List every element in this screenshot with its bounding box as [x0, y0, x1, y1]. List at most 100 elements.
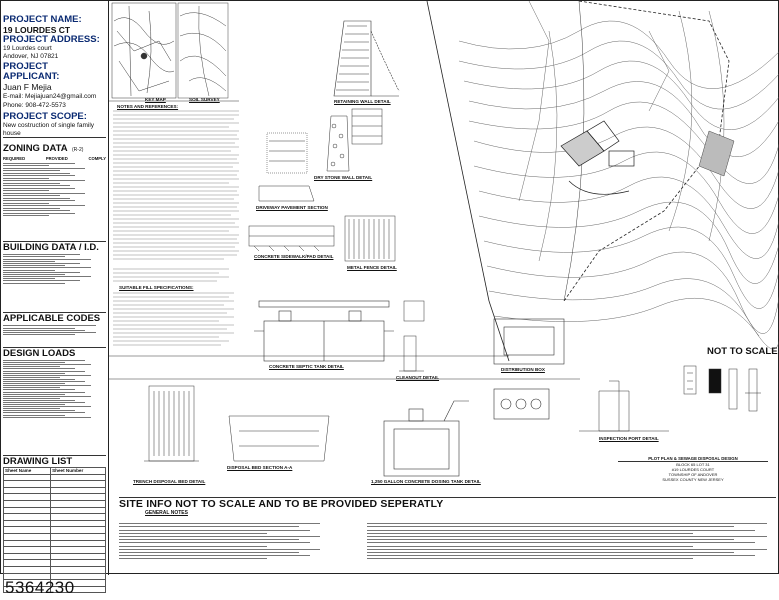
drawing-list-section: DRAWING LIST Sheet Name Sheet Number: [2, 455, 106, 594]
illegible-text-line: [3, 172, 70, 174]
building-rows: [3, 254, 106, 284]
illegible-text-line: [367, 542, 755, 544]
septic-caption: CONCRETE SEPTIC TANK DETAIL: [269, 364, 344, 369]
illegible-text-line: [3, 376, 60, 378]
illegible-text-line: [3, 273, 65, 275]
drawing-list-cell: [50, 559, 106, 567]
drawing-list-cell: [50, 552, 106, 561]
illegible-text-line: [367, 558, 694, 560]
illegible-text-line: [119, 548, 321, 550]
illegible-text-line: [3, 182, 60, 184]
title-block: PROJECT NAME: 19 LOURDES CT PROJECT ADDR…: [1, 1, 109, 594]
fill-specs-caption: SUITABLE FILL SPECIFICATIONS:: [119, 285, 194, 290]
illegible-text-line: [367, 545, 694, 547]
drawing-list-row: [2, 565, 106, 574]
drawing-list-cell: [50, 532, 106, 541]
illegible-text-line: [3, 180, 86, 182]
drawing-list-row: [2, 513, 106, 521]
project-name-label: PROJECT NAME:: [3, 14, 82, 25]
drawing-list-row: [2, 559, 106, 567]
site-info-title: SITE INFO NOT TO SCALE AND TO BE PROVIDE…: [119, 498, 444, 510]
drawing-list-cell: [2, 499, 52, 508]
drawing-list-row: [2, 546, 106, 554]
drawing-list-row: [2, 552, 106, 561]
illegible-text-line: [3, 381, 86, 383]
codes-title: APPLICABLE CODES: [3, 313, 101, 324]
illegible-text-line: [3, 212, 76, 214]
illegible-text-line: [119, 532, 268, 534]
illegible-text-line: [3, 262, 81, 264]
metal-fence-caption: METAL FENCE DETAIL: [347, 265, 397, 270]
drawing-list-cell: [50, 486, 106, 495]
illegible-text-line: [3, 393, 65, 395]
illegible-text-line: [119, 555, 310, 557]
illegible-text-line: [3, 370, 86, 372]
retaining-wall-caption: RETAINING WALL DETAIL: [334, 99, 391, 104]
notes-refs-caption: NOTES AND REFERENCES:: [117, 104, 179, 109]
illegible-text-line: [367, 551, 735, 553]
illegible-text-line: [3, 416, 91, 418]
illegible-text-line: [3, 280, 81, 282]
drawing-list-cell: [50, 506, 106, 515]
drawing-list-row: [2, 585, 106, 594]
not-to-scale-label: NOT TO SCALE: [707, 346, 778, 357]
building-section: BUILDING DATA / I.D.: [3, 241, 106, 285]
illegible-text-line: [367, 539, 735, 541]
illegible-text-line: [367, 523, 767, 525]
inspection-caption: INSPECTION PORT DETAIL: [599, 436, 659, 441]
illegible-text-line: [3, 408, 60, 410]
drawing-list-cell: [2, 513, 52, 521]
illegible-text-line: [3, 210, 70, 212]
drawing-list-cell: [2, 506, 52, 515]
applicant-name: Juan F Mejia: [3, 82, 52, 92]
inspection-port-detail: [579, 380, 669, 432]
site-plan-topo: [426, 1, 779, 362]
zoning-col-comply: COMPLY: [88, 156, 106, 161]
loads-section: DESIGN LOADS: [3, 347, 106, 419]
drawing-list-cell: [50, 499, 106, 508]
drawing-list-cell: [2, 493, 52, 501]
illegible-text-line: [367, 529, 755, 531]
drawing-list-row: [2, 486, 106, 495]
dry-stone-caption: DRY STONE WALL DETAIL: [314, 175, 373, 180]
illegible-text-line: [3, 202, 50, 204]
illegible-text-line: [3, 410, 76, 412]
loads-rows: [3, 360, 106, 418]
illegible-text-line: [3, 258, 91, 260]
illegible-text-line: [3, 374, 91, 376]
illegible-text-line: [119, 539, 300, 541]
soil-survey: [177, 2, 229, 99]
drawing-list-cell: [50, 493, 106, 501]
illegible-text-line: [3, 165, 50, 167]
illegible-text-line: [3, 197, 70, 199]
illegible-text-line: [367, 526, 735, 528]
sidewalk-caption: CONCRETE SIDEWALK/PAD DETAIL: [254, 254, 334, 259]
illegible-text-line: [3, 327, 76, 329]
illegible-text-line: [3, 187, 76, 189]
mls-number: 5364230: [5, 578, 75, 597]
drawing-list-cell: [2, 546, 52, 554]
illegible-text-line: [3, 332, 96, 334]
address-line-2: Andover, NJ 07821: [3, 53, 59, 60]
illegible-text-line: [3, 195, 60, 197]
illegible-text-line: [3, 404, 65, 406]
drawing-list-row: [2, 473, 106, 482]
illegible-text-line: [3, 412, 86, 414]
illegible-text-line: [367, 532, 694, 534]
drawing-list-row: [2, 480, 106, 488]
notes-column-right: [367, 521, 775, 561]
illegible-text-line: [3, 383, 65, 385]
drawing-list-cell: [2, 519, 52, 528]
dry-stone-wall-detail: [326, 115, 350, 172]
illegible-text-line: [3, 278, 55, 280]
cleanout-detail: [399, 300, 425, 372]
wall-section-detail: [258, 108, 383, 202]
drawing-list-cell: [2, 559, 52, 567]
general-notes-heading: GENERAL NOTES: [145, 510, 188, 516]
illegible-text-line: [3, 254, 81, 256]
illegible-text-line: [119, 529, 310, 531]
illegible-text-line: [119, 551, 300, 553]
address-line-1: 19 Lourdes court: [3, 45, 52, 52]
drawing-list-row: [2, 539, 106, 548]
